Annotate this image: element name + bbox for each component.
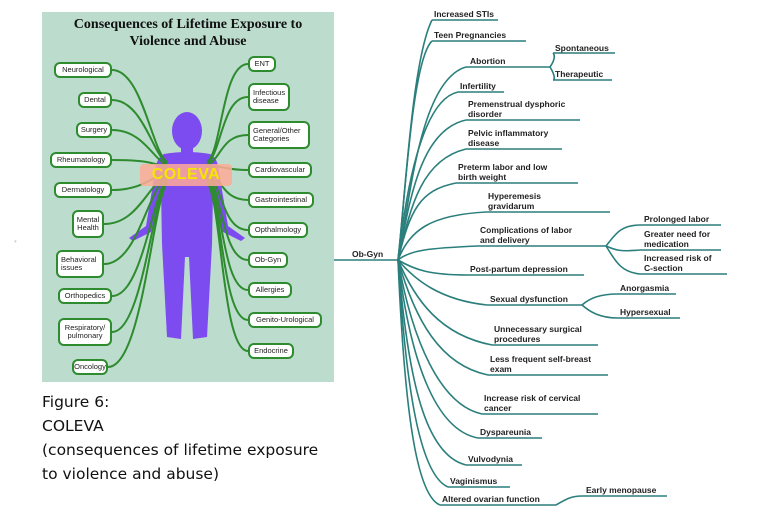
- branch-label: Infertility: [460, 81, 496, 91]
- branch-label: Altered ovarian function: [442, 494, 540, 504]
- figure-title-line2: Violence and Abuse: [129, 34, 247, 49]
- box-dermatology: Dermatology: [54, 182, 112, 198]
- subbranch-label: Spontaneous: [555, 43, 609, 53]
- branch-label: Vaginismus: [450, 476, 498, 486]
- branch-label: Vulvodynia: [468, 454, 514, 464]
- margin-mark: •: [14, 237, 17, 246]
- caption-line1: Figure 6:: [42, 393, 110, 411]
- box-neurological: Neurological: [54, 62, 112, 78]
- box-oncology: Oncology: [72, 359, 108, 375]
- branch-label: Sexual dysfunction: [490, 294, 568, 304]
- subbranch-label: Prolonged labor: [644, 214, 710, 224]
- branch-label: Teen Pregnancies: [434, 30, 507, 40]
- subbranch-label: Hypersexual: [620, 307, 671, 317]
- box-ent: ENT: [248, 56, 276, 72]
- caption-line3: (consequences of lifetime exposure: [42, 441, 319, 459]
- box-dental: Dental: [78, 92, 112, 108]
- box-respiratory-pulmonary: Respiratory/pulmonary: [58, 318, 112, 346]
- branch-label: Dyspareunia: [480, 427, 532, 437]
- caption-line4: to violence and abuse): [42, 465, 220, 483]
- box-genito-urological: Genito-Urological: [248, 312, 322, 328]
- coleva-center-label: COLEVA: [140, 164, 232, 186]
- coleva-figure: Consequences of Lifetime Exposure to Vio…: [42, 12, 334, 382]
- box-cardiovascular: Cardiovascular: [248, 162, 312, 178]
- subbranch-label: Therapeutic: [555, 69, 604, 79]
- box-orthopedics: Orthopedics: [58, 288, 112, 304]
- box-surgery: Surgery: [76, 122, 112, 138]
- mindmap-root: Ob-Gyn: [352, 249, 384, 259]
- figure-title-line1: Consequences of Lifetime Exposure to: [73, 17, 303, 32]
- subbranch-label: Early menopause: [586, 485, 657, 495]
- box-gastrointestinal: Gastrointestinal: [248, 192, 314, 208]
- branch-label: Abortion: [470, 56, 506, 66]
- branch-label: Post-partum depression: [470, 264, 568, 274]
- box-endocrine: Endocrine: [248, 343, 294, 359]
- box-ob-gyn: Ob-Gyn: [248, 252, 288, 268]
- caption-line2: COLEVA: [42, 417, 104, 435]
- figure-title: Consequences of Lifetime Exposure to Vio…: [42, 16, 334, 50]
- box-opthalmology: Opthalmology: [248, 222, 308, 238]
- figure-caption: Figure 6: COLEVA (consequences of lifeti…: [42, 390, 342, 486]
- subbranch-label: Anorgasmia: [620, 283, 670, 293]
- box-rheumatology: Rheumatology: [50, 152, 112, 168]
- box-allergies: Allergies: [248, 282, 292, 298]
- branch-label: Increased STIs: [434, 9, 495, 19]
